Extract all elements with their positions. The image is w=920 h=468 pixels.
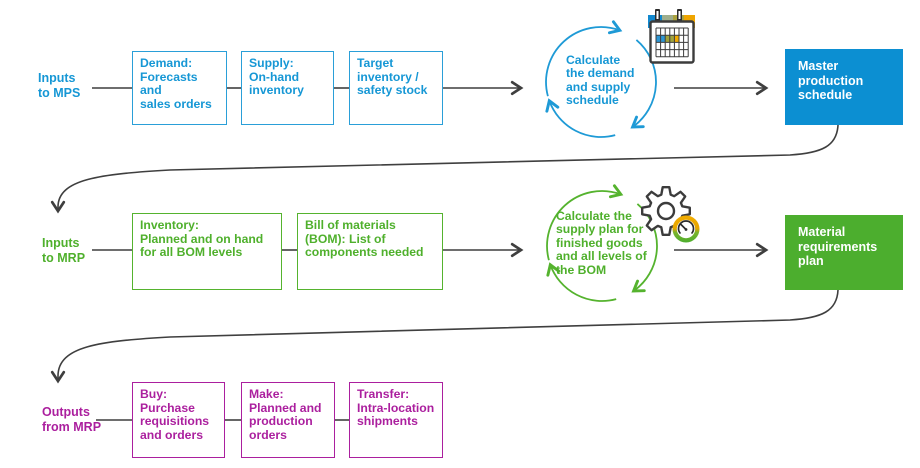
output-box-buy: Buy: Purchase requisitions and orders [132,382,225,458]
input-box-inventory: Inventory: Planned and on hand for all B… [132,213,282,290]
result-box-material-requirements-plan: Material requirements plan [785,215,903,290]
input-box-bom: Bill of materials (BOM): List of compone… [297,213,443,290]
cycle-text-mps: Calculate the demand and supply schedule [566,53,635,108]
output-box-transfer: Transfer: Intra-location shipments [349,382,443,458]
connector-mrp-to-outputs [50,289,839,384]
cycle-text-mrp: Calculate the supply plan for finished g… [556,209,647,277]
input-box-demand: Demand: Forecasts and sales orders [132,51,227,125]
input-box-supply: Supply: On-hand inventory [241,51,334,125]
output-box-make: Make: Planned and production orders [241,382,335,458]
row-label-outputs-from-mrp: Outputs from MRP [42,405,102,434]
row-label-inputs-to-mrp: Inputs to MRP [42,236,86,265]
cycle-arrows-icon [545,20,657,138]
calendar-icon [648,9,695,64]
input-box-target-inventory: Target inventory / safety stock [349,51,443,125]
connector-mps-to-mrp-inputs [50,124,839,214]
result-box-master-production-schedule: Master production schedule [785,49,903,125]
gauge-icon [672,215,700,243]
row-label-inputs-to-mps: Inputs to MPS [38,71,81,100]
